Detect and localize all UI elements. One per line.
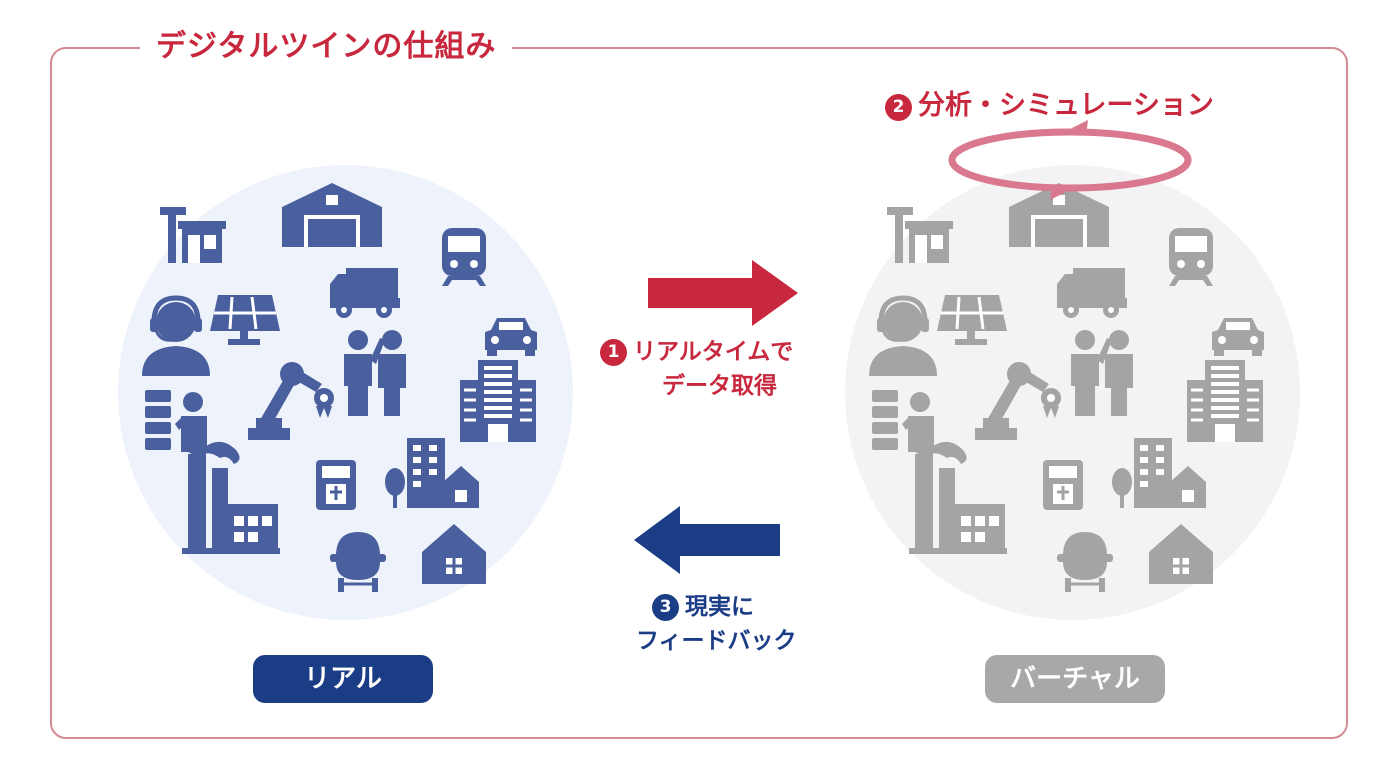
loop-arrowhead-top	[1072, 120, 1088, 136]
arrow-left-icon	[634, 506, 780, 574]
step1-line2: データ取得	[662, 373, 777, 399]
virtual-label: バーチャル	[985, 655, 1165, 703]
real-icon-group	[142, 183, 537, 592]
step2-number: 2	[885, 94, 912, 121]
step1-number: 1	[600, 339, 627, 366]
step3-line2: フィードバック	[636, 628, 797, 654]
loop-arrowhead-bottom	[1050, 184, 1066, 200]
diagram-frame	[50, 47, 1348, 739]
arrow-right-icon	[648, 260, 798, 326]
virtual-icon-group	[869, 183, 1264, 592]
real-label: リアル	[253, 655, 433, 703]
diagram-title: デジタルツインの仕組み	[140, 26, 513, 68]
step3-line1: 現実に	[685, 594, 754, 620]
step1-line1: リアルタイムで	[633, 339, 794, 365]
step3-number: 3	[652, 594, 679, 621]
simulation-loop	[948, 120, 1192, 200]
step2-text: 分析・シミュレーション	[918, 90, 1214, 121]
